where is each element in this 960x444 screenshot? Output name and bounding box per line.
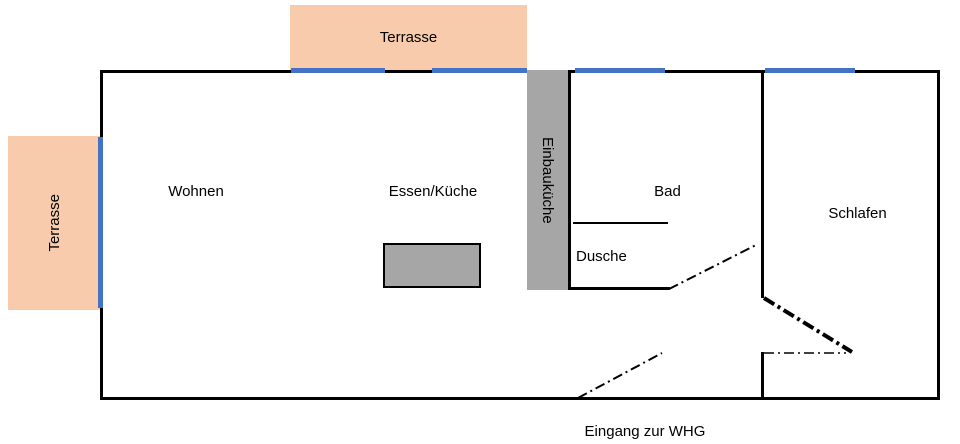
window-top-1 [291,68,385,73]
wall-bad-dusche-divider [573,222,668,224]
wall-bedroom-upper [761,70,764,298]
room-label-dusche: Dusche [576,248,627,265]
entrance-label: Eingang zur WHG [584,423,706,440]
room-label-schlafen: Schlafen [828,205,887,222]
room-label-bad: Bad [654,183,681,200]
terrace-top: Terrasse [290,5,527,70]
built-in-kitchen-label: Einbauküche [539,136,556,224]
wall-bedroom-lower [761,352,764,400]
terrace-top-label: Terrasse [379,29,438,46]
room-label-essen-kueche: Essen/Küche [388,183,478,200]
window-top-2 [432,68,527,73]
window-top-4 [765,68,855,73]
window-left [98,137,103,308]
room-label-wohnen: Wohnen [168,183,224,200]
wall-bathroom-bottom [570,287,670,290]
kitchen-island [383,243,481,288]
terrace-left: Terrasse [8,136,100,310]
window-top-3 [575,68,665,73]
built-in-kitchen: Einbauküche [527,70,571,290]
apartment-outline [100,70,940,400]
terrace-left-label: Terrasse [45,194,63,252]
